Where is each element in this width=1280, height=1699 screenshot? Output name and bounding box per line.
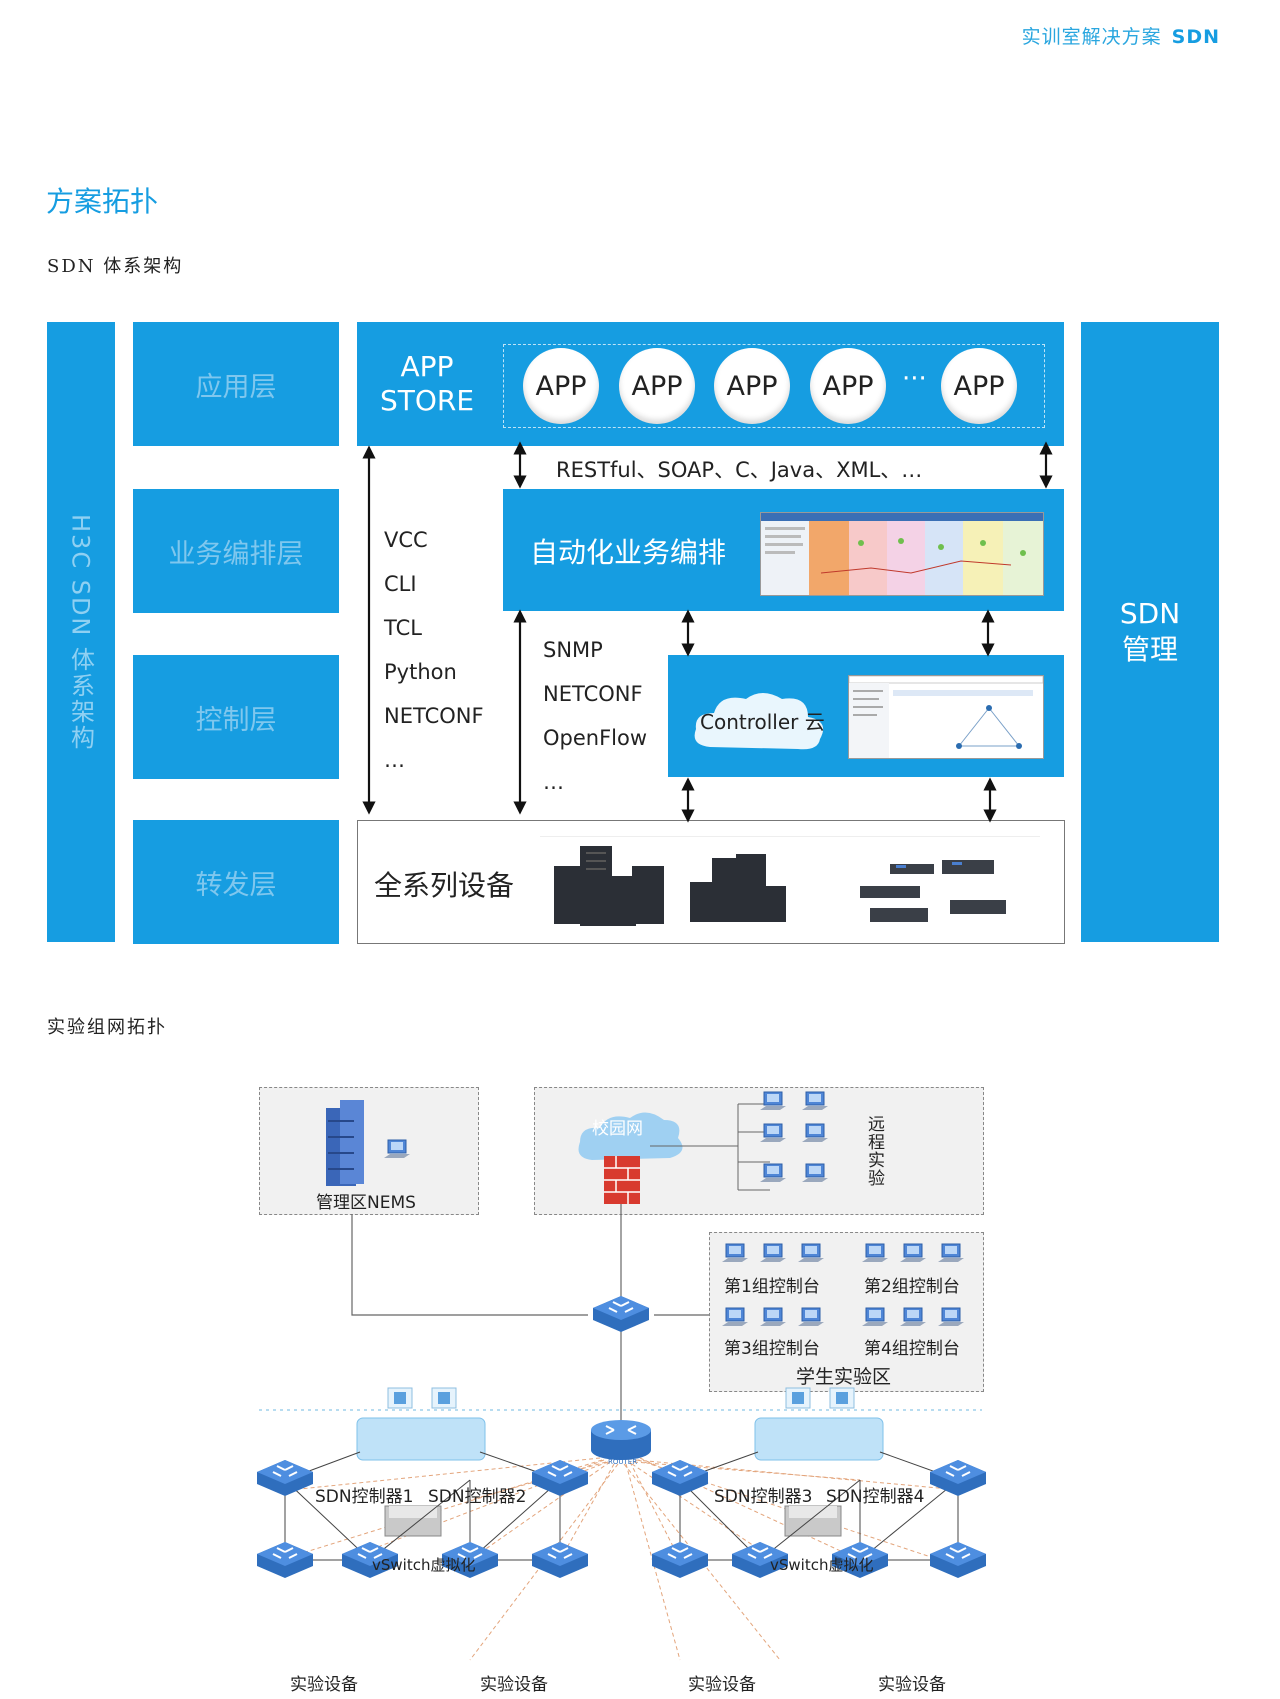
sdn-controller-2-label: SDN控制器2 xyxy=(428,1487,527,1507)
controller-cloud-label: Controller 云 xyxy=(700,710,825,734)
all-devices-label: 全系列设备 xyxy=(374,869,515,902)
router-icon xyxy=(591,1420,651,1460)
topology-subtitle: 实验组网拓扑 xyxy=(47,1017,167,1038)
orchestration-screenshot xyxy=(760,512,1044,596)
automation-title: 自动化业务编排 xyxy=(530,536,727,569)
app-circle-3: APP xyxy=(714,348,790,424)
group-2-label: 第2组控制台 xyxy=(864,1277,960,1297)
network-topology xyxy=(256,1091,987,1661)
sb-item: OpenFlow xyxy=(543,726,648,750)
sb-item: NETCONF xyxy=(543,682,643,706)
group-3-label: 第3组控制台 xyxy=(724,1339,820,1359)
sb-item: … xyxy=(543,770,564,794)
vertical-label-bar: H3C SDN 体系架构 xyxy=(47,322,115,942)
orchestration-screenshot-image xyxy=(761,513,1043,595)
group-1-label: 第1组控制台 xyxy=(724,1277,820,1297)
mgmt-zone-label: 管理区NEMS xyxy=(316,1193,416,1213)
app-circle-4: APP xyxy=(810,348,886,424)
core-switch-icon xyxy=(592,1295,650,1333)
layer-application: 应用层 xyxy=(133,322,339,446)
nb-item: … xyxy=(384,748,405,772)
header-category: 实训室解决方案 xyxy=(1021,26,1162,48)
nems-server-icon xyxy=(326,1100,364,1186)
group-4-label: 第4组控制台 xyxy=(864,1339,960,1359)
controller-screenshot-image xyxy=(848,675,1044,758)
nb-item: CLI xyxy=(384,572,417,596)
app-circle-1: APP xyxy=(523,348,599,424)
header-tag: 实训室解决方案 SDN xyxy=(1022,22,1220,49)
app-group-frame xyxy=(503,344,1045,428)
app-circle-2: APP xyxy=(619,348,695,424)
lab-device-label-2: 实验设备 xyxy=(480,1675,548,1695)
nb-item: VCC xyxy=(384,528,428,552)
lab-device-label-4: 实验设备 xyxy=(878,1675,946,1695)
section-title: 方案拓扑 xyxy=(46,185,159,218)
nb-item: NETCONF xyxy=(384,704,484,728)
sdn-management: SDN 管理 xyxy=(1081,322,1219,942)
student-zone xyxy=(709,1232,984,1392)
student-zone-label: 学生实验区 xyxy=(796,1366,892,1388)
southbound-list: SNMP NETCONF OpenFlow … xyxy=(543,628,647,804)
controller-screenshot xyxy=(848,675,1044,759)
cloud-icon xyxy=(694,693,824,750)
sdn-controller-3-label: SDN控制器3 xyxy=(714,1487,813,1507)
vswitch-label-1: vSwitch虚拟化 xyxy=(372,1556,476,1574)
nb-item: Python xyxy=(384,660,457,684)
header-sdn: SDN xyxy=(1171,26,1220,48)
app-circle-5: APP xyxy=(941,348,1017,424)
vswitch-box-1 xyxy=(356,1417,486,1461)
architecture-arrows xyxy=(362,441,1053,823)
vertical-label: H3C SDN 体系架构 xyxy=(66,513,95,751)
device-hardware-icons xyxy=(540,836,1040,926)
firewall-icon xyxy=(604,1156,640,1204)
remote-pcs xyxy=(759,1091,829,1183)
northbound-list: VCC CLI TCL Python NETCONF … xyxy=(384,518,484,782)
layer-forwarding: 转发层 xyxy=(133,820,339,944)
router-label: ROUTER xyxy=(608,1458,638,1466)
sdn-controller-1-label: SDN控制器1 xyxy=(315,1487,414,1507)
management-zone xyxy=(259,1087,479,1215)
lab-device-label-3: 实验设备 xyxy=(688,1675,756,1695)
nems-pc-icon xyxy=(383,1139,411,1159)
app-store-label: APP STORE xyxy=(379,350,475,417)
lab-device-label-1: 实验设备 xyxy=(290,1675,358,1695)
layer-orchestration: 业务编排层 xyxy=(133,489,339,613)
vswitch-box-2 xyxy=(754,1417,884,1461)
campus-label: 校园网 xyxy=(592,1119,643,1139)
layer-control: 控制层 xyxy=(133,655,339,779)
vswitch-label-2: vSwitch虚拟化 xyxy=(770,1556,874,1574)
app-ellipsis: ··· xyxy=(902,364,927,394)
arch-subtitle: SDN 体系架构 xyxy=(47,256,184,277)
campus-cloud-icon xyxy=(578,1112,683,1160)
protocol-list: RESTful、SOAP、C、Java、XML、… xyxy=(556,458,923,482)
sb-item: SNMP xyxy=(543,638,603,662)
sdn-controller-4-label: SDN控制器4 xyxy=(826,1487,925,1507)
sdn-management-label: SDN 管理 xyxy=(1119,597,1181,666)
remote-lab-label: 远程实验 xyxy=(868,1115,885,1189)
right-lab-pod xyxy=(651,1417,987,1579)
nb-item: TCL xyxy=(384,616,422,640)
left-lab-pod xyxy=(256,1417,589,1579)
